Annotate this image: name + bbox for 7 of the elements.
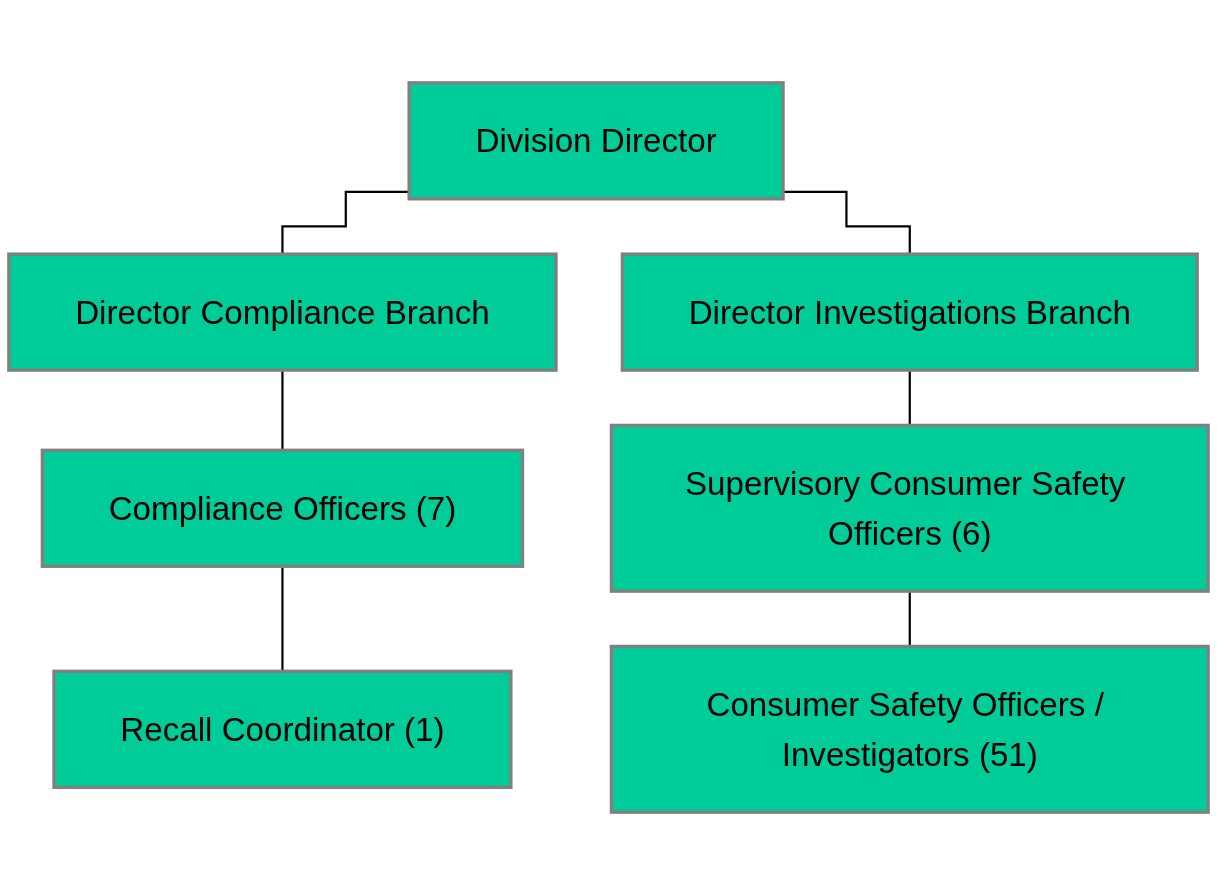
node-box: Supervisory Consumer Safety Officers (6) [609,423,1210,593]
node-box: Recall Coordinator (1) [52,669,513,789]
node-box: Consumer Safety Officers / Investigators (51) [609,644,1210,814]
node-box: Division Director [407,81,785,201]
node-box: Compliance Officers (7) [40,448,525,568]
node-box: Director Compliance Branch [7,252,558,372]
node-box: Director Investigations Branch [620,252,1199,372]
